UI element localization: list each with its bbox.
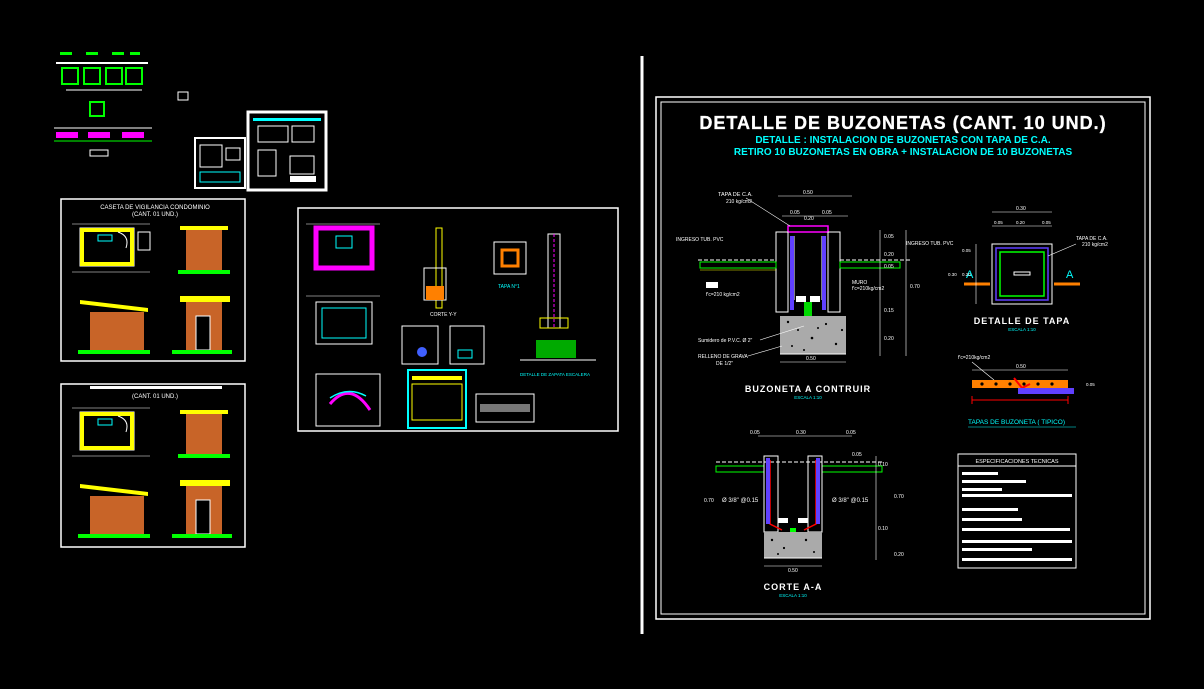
svg-text:0.05: 0.05 <box>852 452 862 458</box>
specs-title: ESPECIFICACIONES TECNICAS <box>975 459 1058 465</box>
main-sheet: DETALLE DE BUZONETAS (CANT. 10 UND.) DET… <box>655 96 1151 620</box>
svg-text:0.05: 0.05 <box>846 430 856 436</box>
svg-text:0.05: 0.05 <box>822 210 832 216</box>
tapa-title: DETALLE DE TAPA <box>974 316 1071 326</box>
marker-a-right: A <box>1066 269 1074 281</box>
ingreso-right-label: INGRESO TUB. PVC <box>906 241 954 247</box>
caseta-panel-1: CASETA DE VIGILANCIA CONDOMINIO (CANT. 0… <box>60 198 246 362</box>
svg-text:0.20: 0.20 <box>884 252 894 258</box>
svg-text:0.30: 0.30 <box>948 272 957 277</box>
svg-text:f'c=210kg/cm2: f'c=210kg/cm2 <box>852 286 884 292</box>
corte-label: CORTE Y-Y <box>430 312 457 318</box>
sheet-subtitle-2: RETIRO 10 BUZONETAS EN OBRA + INSTALACIO… <box>734 147 1073 158</box>
sheet-title: DETALLE DE BUZONETAS (CANT. 10 UND.) <box>699 113 1106 133</box>
svg-text:0.50: 0.50 <box>806 356 816 362</box>
svg-text:DE 1/2": DE 1/2" <box>716 361 733 367</box>
svg-text:0.10: 0.10 <box>878 526 888 532</box>
svg-text:0.70: 0.70 <box>910 284 920 290</box>
rebar-left-label: Ø 3/8" @0.15 <box>722 498 759 504</box>
marker-a-left: A <box>966 269 974 281</box>
svg-text:0.20: 0.20 <box>1016 220 1025 225</box>
specs-table: ESPECIFICACIONES TECNICAS <box>957 453 1077 569</box>
svg-text:0.70: 0.70 <box>704 498 714 504</box>
tapa-detail-drawing: 0.30 0.05 0.20 0.05 A A TAPA DE C.A. 210… <box>948 206 1108 332</box>
svg-text:f'c=210kg/cm2: f'c=210kg/cm2 <box>958 355 990 361</box>
buzoneta-section-drawing: 0.50 0.05 0.05 0.20 TAPA DE C.A. 210 kg/… <box>676 190 954 400</box>
overview-thumbnail <box>54 52 328 192</box>
svg-text:0.50: 0.50 <box>803 190 813 196</box>
svg-text:0.30: 0.30 <box>1016 206 1026 212</box>
muro-label: MURO <box>852 280 867 286</box>
svg-text:0.05: 0.05 <box>884 264 894 270</box>
svg-text:0.05: 0.05 <box>884 234 894 240</box>
svg-text:0.50: 0.50 <box>1016 364 1026 370</box>
svg-text:0.15: 0.15 <box>884 308 894 314</box>
svg-text:0.05: 0.05 <box>1042 220 1051 225</box>
tapas-tipico-title: TAPAS DE BUZONETA ( TIPICO) <box>968 419 1065 426</box>
sumidero-label: Sumidero de P.V.C. Ø 2" <box>698 338 753 344</box>
tapa-n1-label: TAPA N°1 <box>498 284 520 290</box>
buzoneta-tapa-label: TAPA DE C.A. <box>718 192 753 198</box>
svg-text:0.10: 0.10 <box>878 462 888 468</box>
svg-text:TAPA DE C.A.: TAPA DE C.A. <box>1076 236 1108 242</box>
corte-title: CORTE A-A <box>764 582 823 592</box>
relleno-label: RELLENO DE GRAVA <box>698 354 748 360</box>
svg-text:210 kg/cm2: 210 kg/cm2 <box>1082 242 1108 248</box>
corte-scale: ESCALA 1:10 <box>779 593 807 598</box>
svg-text:0.70: 0.70 <box>894 494 904 500</box>
svg-text:f'c=210 kg/cm2: f'c=210 kg/cm2 <box>706 292 740 298</box>
buzoneta-scale: ESCALA 1:10 <box>794 395 822 400</box>
svg-text:0.05: 0.05 <box>1086 382 1095 387</box>
svg-text:0.20: 0.20 <box>804 216 814 222</box>
svg-text:0.20: 0.20 <box>894 552 904 558</box>
svg-text:0.05: 0.05 <box>994 220 1003 225</box>
caseta-2-title: (CANT. 01 UND.) <box>132 394 178 400</box>
svg-text:0.20: 0.20 <box>962 272 971 277</box>
sheet-subtitle-1: DETALLE : INSTALACION DE BUZONETAS CON T… <box>755 135 1051 146</box>
corte-aa-drawing: 0.05 0.30 0.05 0.05 Ø 3/8" @0.15 Ø 3/8" … <box>704 430 904 598</box>
rebar-right-label: Ø 3/8" @0.15 <box>832 498 869 504</box>
buzoneta-title: BUZONETA A CONTRUIR <box>745 384 871 394</box>
svg-text:0.30: 0.30 <box>796 430 806 436</box>
tapas-tipico-drawing: f'c=210kg/cm2 0.50 0.05 TAPAS DE BUZONET… <box>958 355 1095 428</box>
svg-text:0.05: 0.05 <box>790 210 800 216</box>
svg-text:210 kg/cm2: 210 kg/cm2 <box>726 199 752 205</box>
svg-text:0.05: 0.05 <box>750 430 760 436</box>
svg-text:0.50: 0.50 <box>788 568 798 574</box>
detalle-zapata-label: DETALLE DE ZAPATA ESCALERA <box>520 372 590 377</box>
svg-text:0.20: 0.20 <box>884 336 894 342</box>
caseta-1-subtitle: (CANT. 01 UND.) <box>132 212 178 218</box>
caseta-1-title: CASETA DE VIGILANCIA CONDOMINIO <box>100 205 210 211</box>
caseta-panel-2: (CANT. 01 UND.) <box>60 383 246 548</box>
ingreso-left-label: INGRESO TUB. PVC <box>676 237 724 243</box>
svg-text:0.05: 0.05 <box>962 248 971 253</box>
tapa-scale: ESCALA 1:10 <box>1008 327 1036 332</box>
middle-structural-panel: CORTE Y-Y TAPA N°1 DETALLE DE ZAPATA ESC… <box>297 207 619 432</box>
